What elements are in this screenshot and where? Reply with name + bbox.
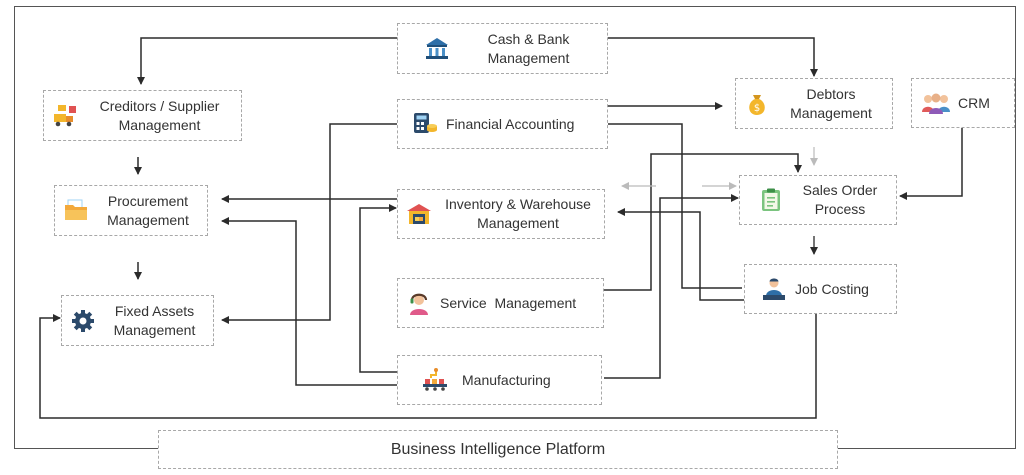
clipboard-icon <box>758 187 784 213</box>
calculator-coins-icon <box>412 111 438 137</box>
wire-financial-to-fixed <box>221 123 398 324</box>
crm-node[interactable]: CRM <box>911 78 1015 128</box>
svg-text:$: $ <box>754 103 760 114</box>
warehouse-icon <box>406 201 432 227</box>
crm-label: CRM <box>958 94 990 111</box>
wire-jobcosting-to-fixed <box>39 314 817 419</box>
wire-cash-to-debtors <box>607 37 818 77</box>
manufacturing-label: Manufacturing <box>462 371 551 388</box>
wire-manufacturing-to-inventory <box>359 204 398 373</box>
bank-icon <box>424 36 450 62</box>
people-group-icon <box>920 90 952 116</box>
wire-manufacturing-to-sales <box>604 194 739 379</box>
wire-manufacturing-to-procurement <box>221 217 398 386</box>
gear-icon <box>70 308 96 334</box>
financial-accounting-label: Financial Accounting <box>446 115 575 132</box>
service-node[interactable]: Service Management <box>397 278 604 328</box>
wire-cash-to-creditors <box>137 37 398 85</box>
supplier-truck-icon <box>52 103 78 129</box>
financial-accounting-node[interactable]: Financial Accounting <box>397 99 608 149</box>
business-intelligence-platform[interactable]: Business Intelligence Platform <box>158 430 838 469</box>
support-agent-icon <box>406 290 432 316</box>
wire-jobcosting-to-inventory <box>617 208 746 301</box>
wire-service-to-sales <box>604 153 802 291</box>
wire-crm-to-sales <box>899 128 963 200</box>
folder-icon <box>63 198 89 224</box>
assembly-line-icon <box>422 367 448 393</box>
manufacturing-node[interactable]: Manufacturing <box>397 355 602 405</box>
money-bag-icon: $ <box>744 91 770 117</box>
service-label: Service Management <box>440 294 577 311</box>
job-costing-label: Job Costing <box>795 280 869 297</box>
job-costing-node[interactable]: Job Costing <box>744 264 897 314</box>
wire-financial-to-jobcosting <box>607 123 742 289</box>
business-intelligence-label: Business Intelligence Platform <box>390 440 606 458</box>
worker-desk-icon <box>761 276 787 302</box>
